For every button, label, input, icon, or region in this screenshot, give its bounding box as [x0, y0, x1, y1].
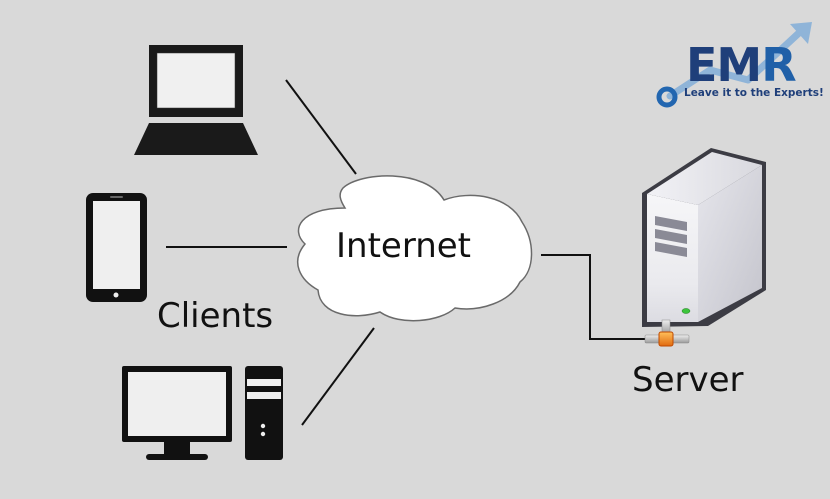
server-tower-icon [642, 148, 766, 347]
desktop-computer-icon [122, 366, 283, 460]
edge-laptop-internet [285, 79, 357, 175]
edge-internet-server [541, 254, 645, 340]
smartphone-icon [86, 193, 147, 302]
logo-arrow-icon [656, 22, 812, 108]
logo-tagline: Leave it to the Experts! [684, 87, 824, 99]
logo-brand-r: R [761, 38, 796, 92]
internet-label: Internet [336, 226, 472, 266]
logo-brand-em: EM [686, 38, 762, 92]
cloud-icon [296, 175, 533, 322]
laptop-icon [134, 45, 258, 155]
clients-label: Clients [157, 296, 274, 336]
edge-desktop-internet [301, 327, 375, 426]
logo-wordmark: EMR [686, 42, 797, 88]
connections [166, 79, 645, 426]
emr-logo: EMR Leave it to the Experts! [650, 20, 824, 115]
server-label: Server [632, 360, 744, 400]
